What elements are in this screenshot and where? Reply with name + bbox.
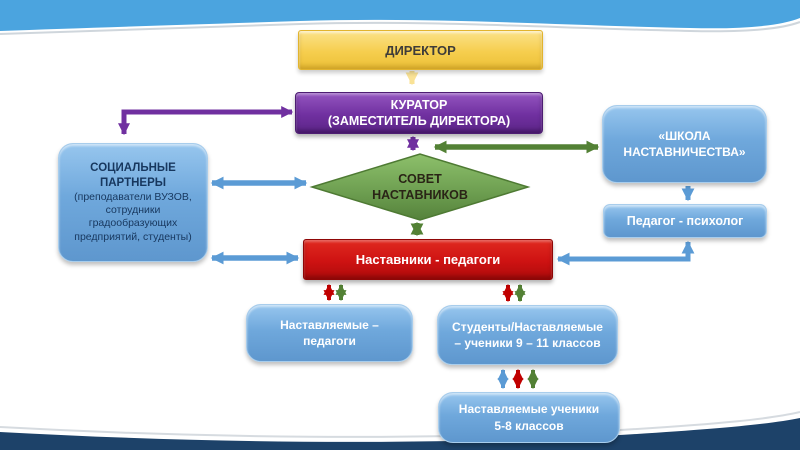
students-9-11-line2: – ученики 9 – 11 классов	[454, 336, 601, 350]
director-label: ДИРЕКТОР	[385, 42, 456, 58]
social-partners-sub-line3: градообразующих	[88, 217, 178, 230]
students-5-8-line1: Наставляемые ученики	[458, 402, 600, 417]
node-psychologist[interactable]: Педагог - психолог	[603, 204, 767, 238]
mentor-council-label: СОВЕТ НАСТАВНИКОВ	[330, 160, 510, 214]
students-5-8-line2: 5-8 классов	[494, 418, 564, 433]
top-band-edge-line	[0, 21, 800, 35]
mentor-council-line1: СОВЕТ	[398, 171, 442, 186]
node-students-9-11[interactable]: Студенты/Наставляемые – ученики 9 – 11 к…	[437, 305, 618, 365]
social-partners-sub-line1: (преподаватели ВУЗОВ,	[74, 191, 192, 204]
curator-label-line2: (ЗАМЕСТИТЕЛЬ ДИРЕКТОРА)	[327, 114, 511, 128]
node-mentee-teachers[interactable]: Наставляемые – педагоги	[246, 304, 413, 362]
node-social-partners[interactable]: СОЦИАЛЬНЫЕ ПАРТНЕРЫ (преподаватели ВУЗОВ…	[58, 143, 208, 262]
social-partners-title-line1: СОЦИАЛЬНЫЕ	[90, 162, 176, 175]
mentoring-school-line2: НАСТАВНИЧЕСТВА»	[623, 145, 746, 159]
students-9-11-line1: Студенты/Наставляемые	[452, 319, 603, 334]
curator-label-line1: КУРАТОР	[390, 97, 448, 112]
top-blue-band	[0, 0, 800, 31]
node-students-5-8[interactable]: Наставляемые ученики 5-8 классов	[438, 392, 620, 443]
mentor-council-line2: НАСТАВНИКОВ	[372, 188, 468, 202]
mentor-council-diamond[interactable]	[309, 153, 531, 221]
node-director[interactable]: ДИРЕКТОР	[298, 30, 543, 70]
connector-curator-social-partners	[118, 106, 294, 136]
node-mentor-teachers[interactable]: Наставники - педагоги	[303, 239, 553, 280]
social-partners-sub-line2: сотрудники	[105, 204, 161, 217]
node-curator[interactable]: КУРАТОР (ЗАМЕСТИТЕЛЬ ДИРЕКТОРА)	[295, 92, 543, 134]
mentee-teachers-line1: Наставляемые –	[280, 317, 379, 332]
node-mentoring-school[interactable]: «ШКОЛА НАСТАВНИЧЕСТВА»	[602, 105, 767, 183]
mentor-teachers-label: Наставники - педагоги	[355, 252, 501, 267]
mentoring-school-line1: «ШКОЛА	[658, 128, 711, 143]
social-partners-title-line2: ПАРТНЕРЫ	[99, 176, 167, 189]
connector-mentors-psychologist	[556, 240, 695, 266]
mentee-teachers-line2: педагоги	[303, 334, 356, 348]
social-partners-sub-line4: предприятий, студенты)	[74, 230, 192, 243]
psychologist-label: Педагог - психолог	[626, 214, 744, 228]
